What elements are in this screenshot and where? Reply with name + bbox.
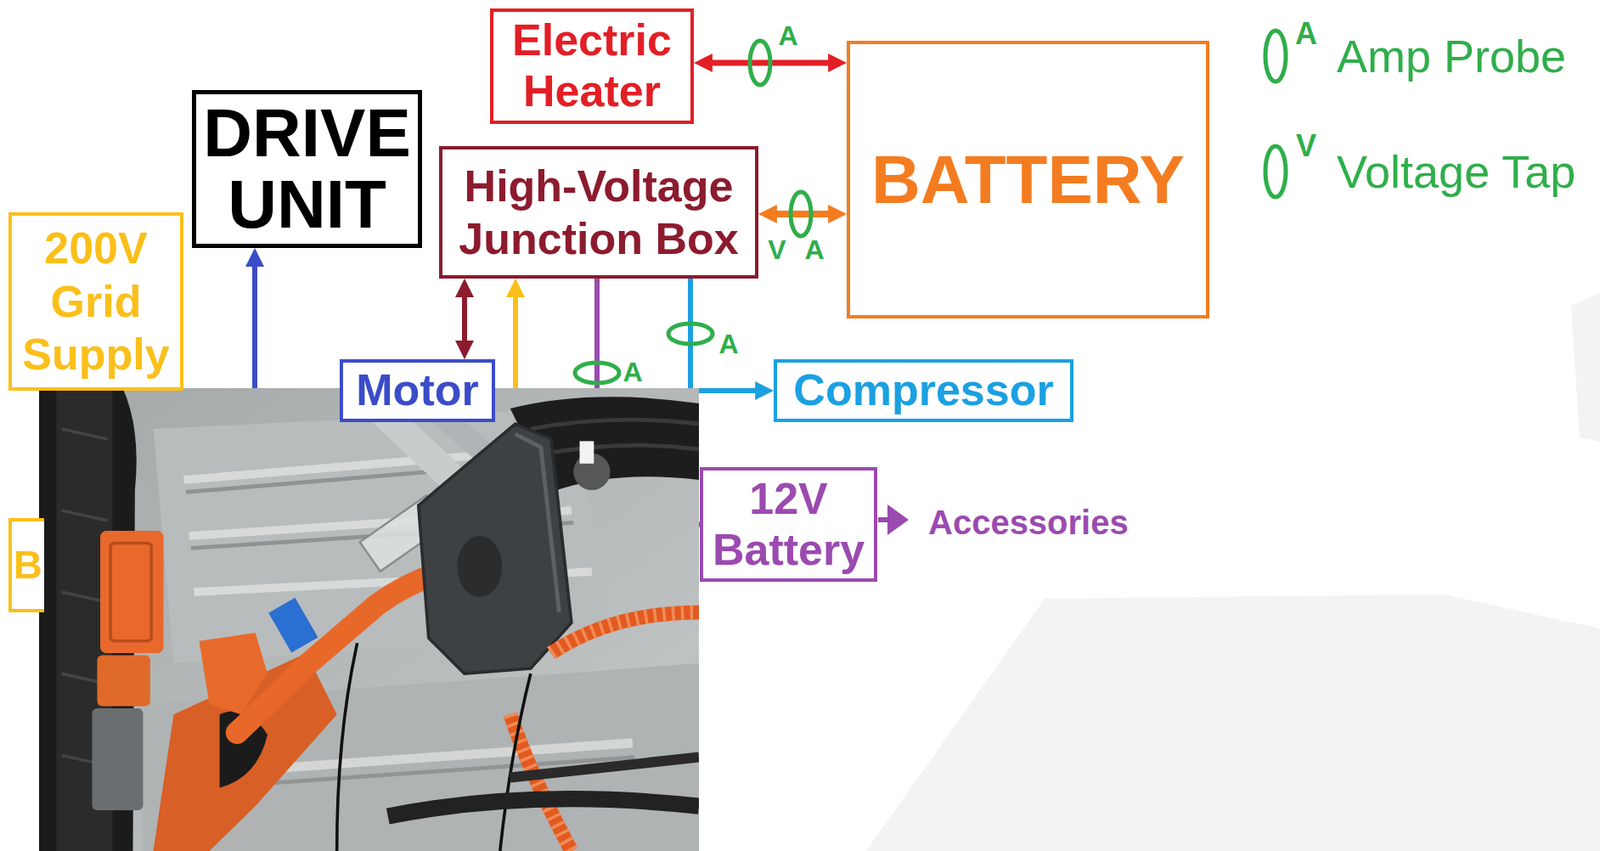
watermark-shape <box>866 594 1600 851</box>
heater-box: Electric Heater <box>490 8 694 124</box>
hv-connector <box>100 530 164 654</box>
cable-strands <box>530 419 699 455</box>
hv-connector <box>96 655 150 707</box>
accessories-label: Accessories <box>928 502 1129 542</box>
legend-voltage-symbol <box>1265 146 1286 198</box>
conduit-ribs <box>510 714 572 851</box>
node-text: DRIVE UNIT <box>197 97 417 241</box>
photo-ground <box>39 388 699 851</box>
accessory-arrowhead <box>887 504 909 536</box>
node-text: B <box>13 540 43 589</box>
motor-box: Motor <box>339 359 496 423</box>
watermark-shape <box>1571 292 1600 442</box>
aux-battery-box: 12V Battery <box>699 467 878 582</box>
node-text: 12V Battery <box>704 473 873 576</box>
node-text: Electric Heater <box>495 15 688 118</box>
legend-symbol-letter: A <box>1295 16 1318 51</box>
junction-box: High-Voltage Junction Box <box>439 146 759 279</box>
compressor-box: Compressor <box>773 359 1074 423</box>
connector-detail <box>110 542 152 641</box>
current-clamp <box>418 423 572 674</box>
probe-symbol <box>790 191 812 237</box>
sense-wire <box>337 642 358 851</box>
amp-probe-label: A <box>777 20 798 52</box>
orange-conduit <box>510 714 572 851</box>
blue-clip <box>268 597 318 654</box>
amp-probe-label: A <box>804 234 824 266</box>
voltage-tap-label: V <box>767 234 786 266</box>
node-text: BATTERY <box>871 139 1185 221</box>
drive-link <box>254 258 340 391</box>
legend-text: Voltage Tap <box>1336 145 1576 198</box>
motor-hv-link <box>461 288 468 350</box>
photo-illustration <box>39 388 699 851</box>
node-text: High-Voltage Junction Box <box>447 159 750 266</box>
grid-supply-box: 200V Grid Supply <box>8 212 184 391</box>
wire-harness <box>388 799 699 817</box>
legend-symbol-letter: V <box>1295 128 1317 164</box>
legend-text: Amp Probe <box>1336 29 1567 83</box>
signal-connector <box>91 708 143 811</box>
sense-wire <box>500 673 531 851</box>
node-text: Motor <box>355 365 479 417</box>
compressor-link <box>690 278 764 391</box>
wire-harness <box>510 757 699 778</box>
clamp-jaw <box>456 535 502 598</box>
legend-amp-symbol <box>1265 30 1286 82</box>
amp-probe-symbol <box>668 323 713 344</box>
clamp-highlight <box>515 433 560 613</box>
node-text: 200V Grid Supply <box>15 221 177 381</box>
cable-tie <box>579 440 594 463</box>
amp-probe-symbol <box>574 362 620 384</box>
node-text: Compressor <box>793 365 1054 417</box>
battery-hv-link <box>768 210 837 218</box>
amp-probe-label: A <box>622 356 643 389</box>
orange-conduit <box>551 612 699 654</box>
charger-box: B <box>8 518 45 613</box>
amp-probe-label: A <box>718 328 739 361</box>
conduit-ribs <box>551 612 699 654</box>
drive-unit-box: DRIVE UNIT <box>191 90 423 248</box>
amp-probe-symbol <box>749 40 771 85</box>
battery-box: BATTERY <box>846 40 1210 319</box>
